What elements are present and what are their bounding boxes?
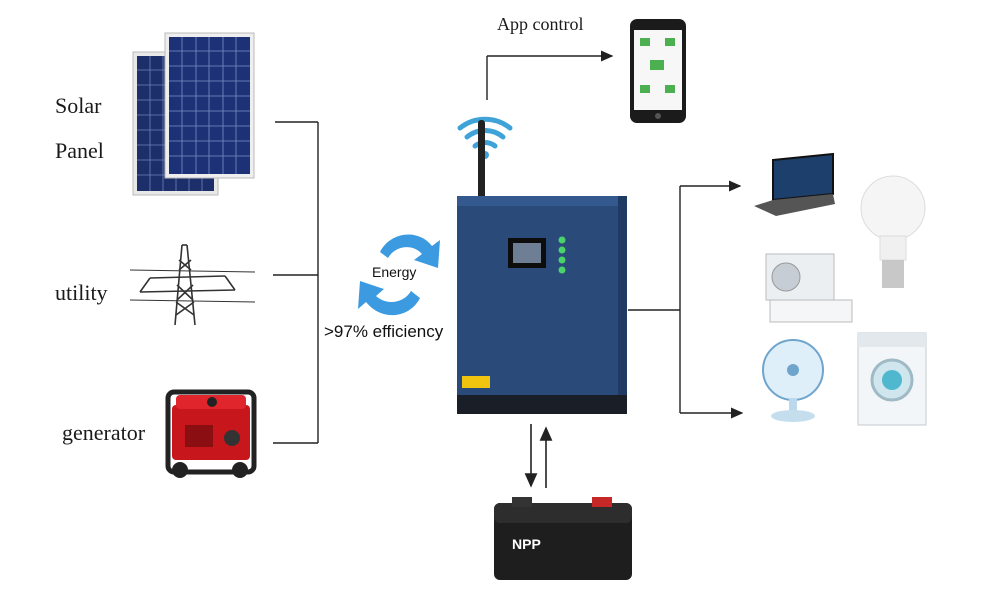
output-connectors: [628, 180, 744, 419]
battery-arrows: [524, 424, 553, 488]
solar-panel-icon: [132, 32, 255, 196]
efficiency-label: >97% efficiency: [324, 322, 444, 341]
fan-icon: [762, 339, 824, 422]
power-tower-icon: [129, 244, 256, 326]
washing-machine-icon: [857, 332, 927, 426]
smartphone-icon: [630, 19, 686, 123]
energy-label: Energy: [372, 264, 417, 280]
energy-arrows-icon: [358, 234, 440, 316]
air-conditioner-icon: [765, 253, 853, 323]
light-bulb-icon: [860, 175, 926, 288]
app-control-label: App control: [497, 14, 584, 34]
generator-icon: [165, 389, 257, 478]
source-connectors: [273, 121, 319, 444]
solar-label-line1: Solar: [55, 93, 102, 118]
inverter-icon: [457, 120, 627, 414]
generator-label: generator: [62, 420, 146, 445]
battery-icon: NPP: [494, 497, 632, 580]
laptop-icon: [754, 152, 835, 216]
solar-label-line2: Panel: [55, 138, 104, 163]
utility-label: utility: [55, 280, 108, 305]
battery-brand-label: NPP: [512, 536, 541, 552]
app-connector: [486, 50, 614, 100]
